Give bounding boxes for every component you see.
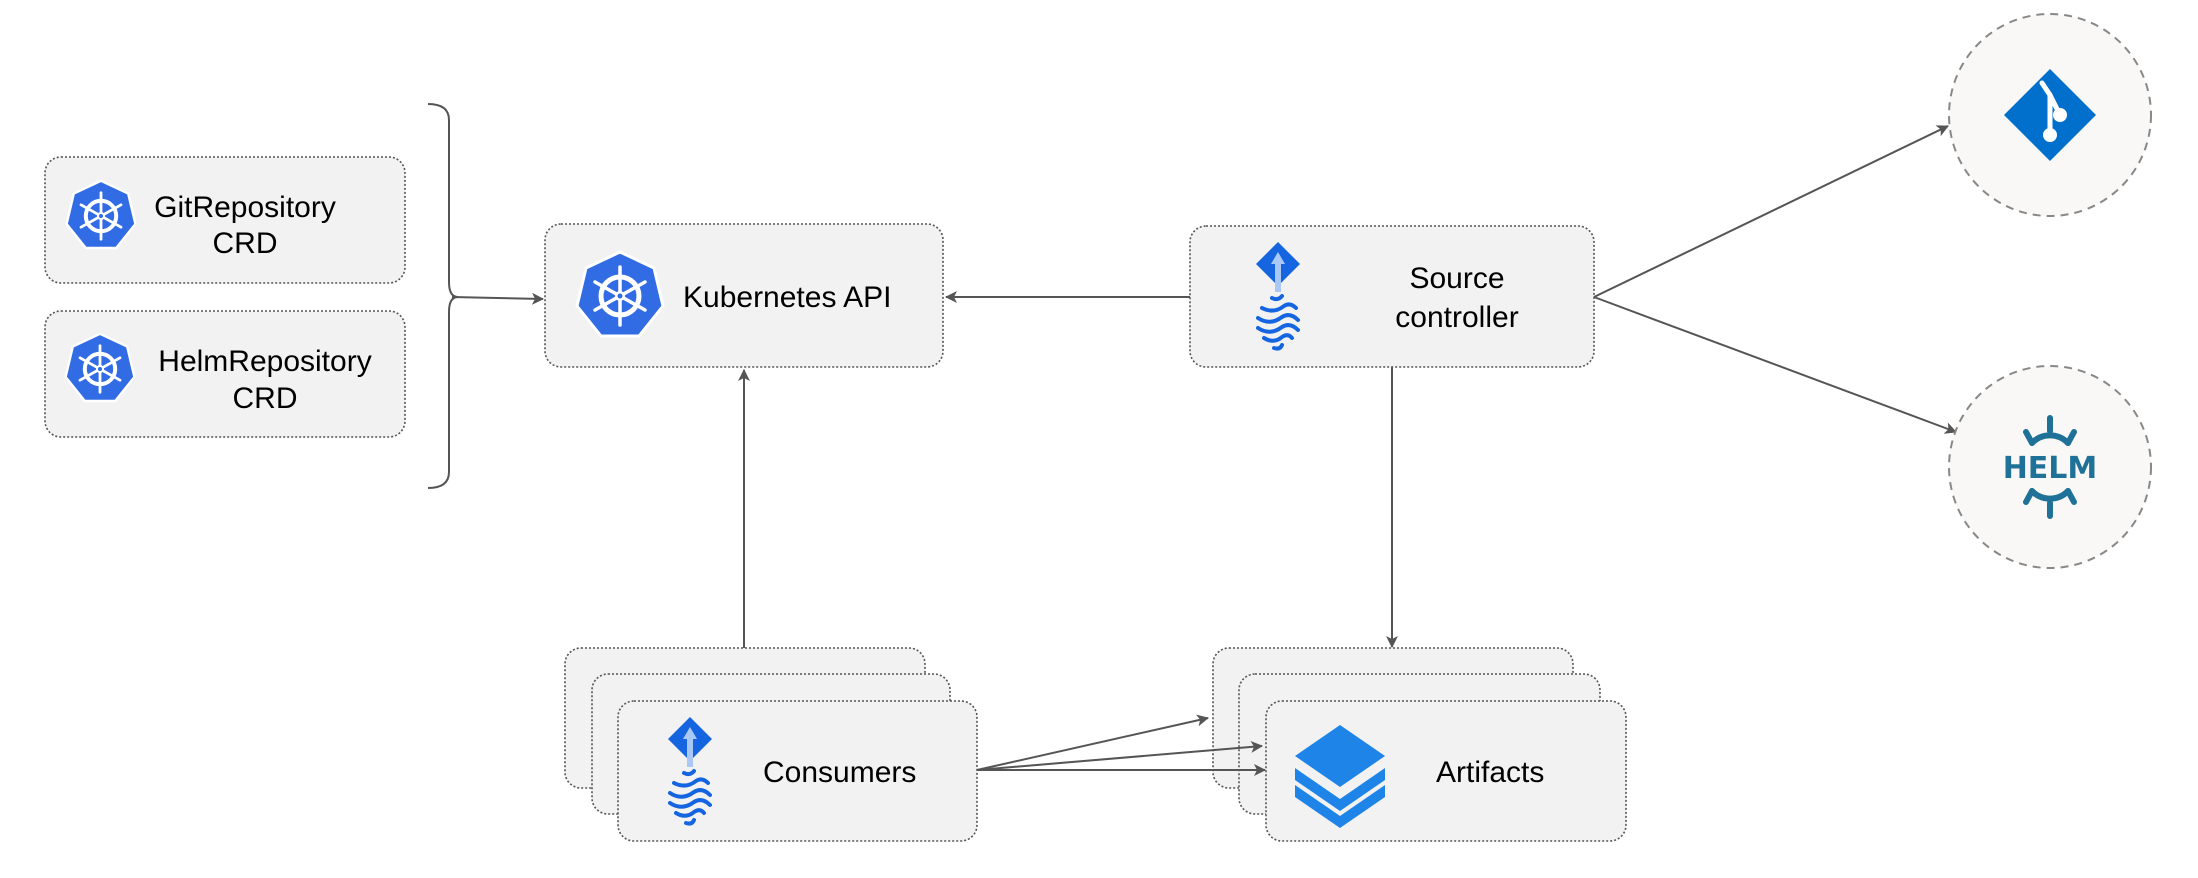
node-label: controller <box>1395 301 1518 334</box>
node-helm[interactable]: HELM <box>1948 365 2152 569</box>
node-label: CRD <box>213 227 278 260</box>
node-git-repository-crd[interactable]: GitRepository CRD <box>44 156 406 284</box>
helm-logo-text: HELM <box>2003 451 2098 486</box>
grouping-brace <box>427 103 459 489</box>
layers-icon <box>1295 725 1385 828</box>
node-source-controller[interactable]: Source controller <box>1189 225 1595 368</box>
edge-source-controller-to-git <box>1593 125 1949 298</box>
edge-crds-to-kubernetes-api <box>451 292 544 305</box>
node-label: Consumers <box>763 756 916 789</box>
kubernetes-icon <box>577 252 663 336</box>
node-consumers[interactable]: Consumers <box>564 647 978 842</box>
edge-consumers-to-artifacts <box>976 714 1209 771</box>
git-icon <box>2004 69 2096 161</box>
node-label: Source <box>1409 262 1504 295</box>
node-git[interactable] <box>1948 13 2152 217</box>
kubernetes-icon <box>66 334 135 401</box>
node-kubernetes-api[interactable]: Kubernetes API <box>544 223 944 368</box>
edge-consumers-to-artifacts <box>976 740 1263 771</box>
kubernetes-icon <box>67 181 136 248</box>
node-helm-repository-crd[interactable]: HelmRepository CRD <box>44 310 406 438</box>
node-label: Artifacts <box>1436 756 1544 789</box>
node-artifacts[interactable]: Artifacts <box>1212 647 1627 842</box>
helm-icon <box>2023 415 2077 519</box>
node-label: GitRepository <box>154 191 336 224</box>
edge-source-controller-to-helm <box>1593 296 1957 434</box>
node-label: CRD <box>233 382 298 415</box>
node-label: HelmRepository <box>158 345 371 378</box>
node-label: Kubernetes API <box>683 281 891 314</box>
